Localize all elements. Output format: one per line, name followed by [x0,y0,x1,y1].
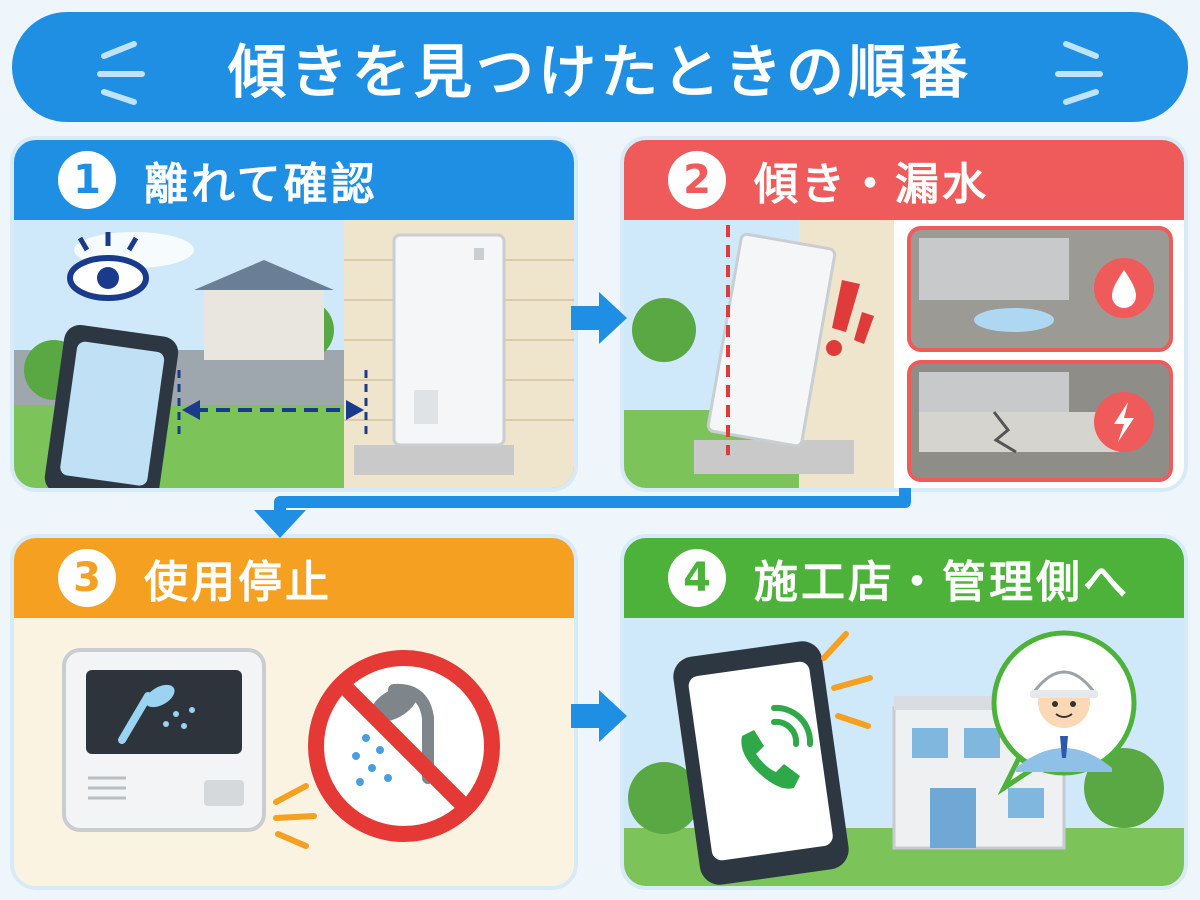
step-number-1: 1 [58,151,116,209]
eye-icon [67,232,149,301]
step-number-2: 2 [668,151,726,209]
step-header-4: 4 施工店・管理側へ [624,538,1184,618]
step-title-3: 使用停止 [144,557,332,608]
step-card-3: 3 使用停止 [14,538,574,886]
step-header-2: 2 傾き・漏水 [624,140,1184,220]
title-decoration [97,41,1103,105]
step-card-4: 4 施工店・管理側へ [624,538,1184,886]
phone-call-icon [673,641,849,885]
step-title-4: 施工店・管理側へ [754,557,1130,608]
shower-icon [118,684,195,744]
remote-control-icon [62,648,266,832]
arrow-return-icon [254,488,911,538]
step-illustration-3 [14,618,574,886]
step-number-3: 3 [58,549,116,607]
smartphone-icon [44,324,179,488]
step-illustration-4 [624,618,1184,886]
tilted-water-heater-icon [706,232,837,448]
step-illustration-2 [624,220,1184,488]
exclamation-icon [826,280,874,356]
step-title-1: 離れて確認 [144,159,378,210]
step-card-2: 2 傾き・漏水 [624,140,1184,488]
step-header-1: 1 離れて確認 [14,140,574,220]
step-number-4: 4 [668,549,726,607]
step-card-1: 1 離れて確認 [14,140,574,488]
step-header-3: 3 使用停止 [14,538,574,618]
worker-icon [991,630,1137,796]
water-heater-icon [392,233,506,447]
distance-arrow-icon [177,370,368,440]
page-title: 傾きを見つけたときの順番 [227,38,972,106]
arrow-right-icon [571,292,627,344]
crack-icon [1094,392,1154,452]
step-title-2: 傾き・漏水 [754,159,989,210]
water-drop-icon [1094,258,1154,318]
title-banner: 傾きを見つけたときの順番 [12,12,1188,122]
arrow-right-icon [571,690,627,742]
no-shower-icon [308,650,500,842]
step-illustration-1 [14,220,574,488]
